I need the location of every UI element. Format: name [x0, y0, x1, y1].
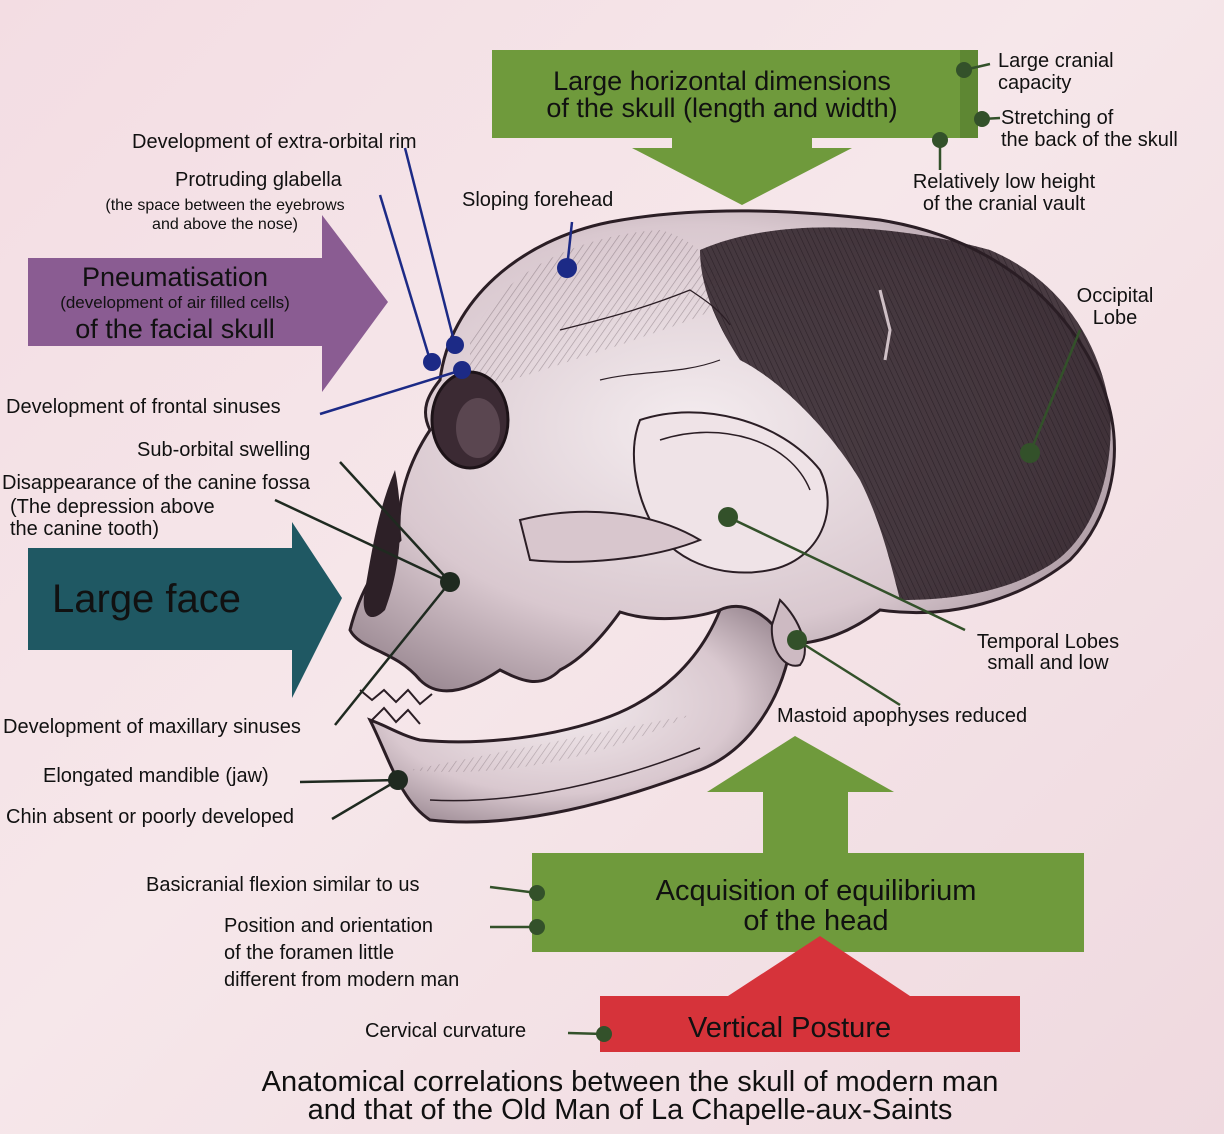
equilibrium-arrow	[532, 736, 1084, 952]
low-height-label: Relatively low height of the cranial vau…	[912, 171, 1096, 215]
pneumatisation-subtitle: (development of air filled cells)	[60, 293, 290, 312]
chin-label: Chin absent or poorly developed	[6, 806, 294, 828]
connector-lines	[274, 62, 1082, 1036]
temporal-lobes-label: Temporal Lobes small and low	[976, 631, 1120, 674]
mandible-label: Elongated mandible (jaw)	[43, 765, 269, 787]
extra-orbital-label: Development of extra-orbital rim	[132, 131, 417, 153]
skull-illustration	[348, 209, 1116, 824]
large-face-arrow	[28, 522, 342, 698]
skull-dimensions-arrow	[492, 50, 978, 205]
diagram-caption: Anatomical correlations between the skul…	[261, 1066, 999, 1127]
large-face-label: Large face	[52, 577, 242, 621]
cervical-curvature-label: Cervical curvature	[365, 1020, 527, 1042]
frontal-sinuses-label: Development of frontal sinuses	[6, 396, 281, 418]
glabella-label: Protruding glabella	[175, 169, 342, 191]
pneumatisation-title: Pneumatisation	[81, 262, 269, 292]
marker-dots	[388, 62, 1040, 1042]
sub-orbital-label: Sub-orbital swelling	[137, 439, 311, 461]
vertical-posture-arrow	[600, 936, 1020, 1052]
glabella-note: (the space between the eyebrows and abov…	[105, 197, 345, 234]
basicranial-label: Basicranial flexion similar to us	[146, 874, 420, 896]
foramen-label: Position and orientation of the foramen …	[224, 915, 460, 991]
equilibrium-label: Acquisition of equilibrium of the head	[655, 875, 977, 938]
pneumatisation-end: of the facial skull	[75, 314, 275, 344]
maxillary-sinuses-label: Development of maxillary sinuses	[3, 716, 301, 738]
cranial-capacity-label: Large cranial capacity	[998, 50, 1114, 94]
occipital-lobe-label: Occipital Lobe	[1076, 285, 1154, 329]
mastoid-label: Mastoid apophyses reduced	[777, 705, 1028, 727]
canine-fossa-note: (The depression above the canine tooth)	[10, 496, 215, 540]
pneumatisation-arrow	[28, 215, 388, 392]
canine-fossa-label: Disappearance of the canine fossa	[2, 472, 310, 494]
skull-dimensions-label: Large horizontal dimensions of the skull…	[546, 66, 898, 123]
vertical-posture-label: Vertical Posture	[688, 1012, 892, 1044]
stretching-label: Stretching of the back of the skull	[1001, 107, 1178, 151]
sloping-forehead-label: Sloping forehead	[462, 189, 614, 211]
